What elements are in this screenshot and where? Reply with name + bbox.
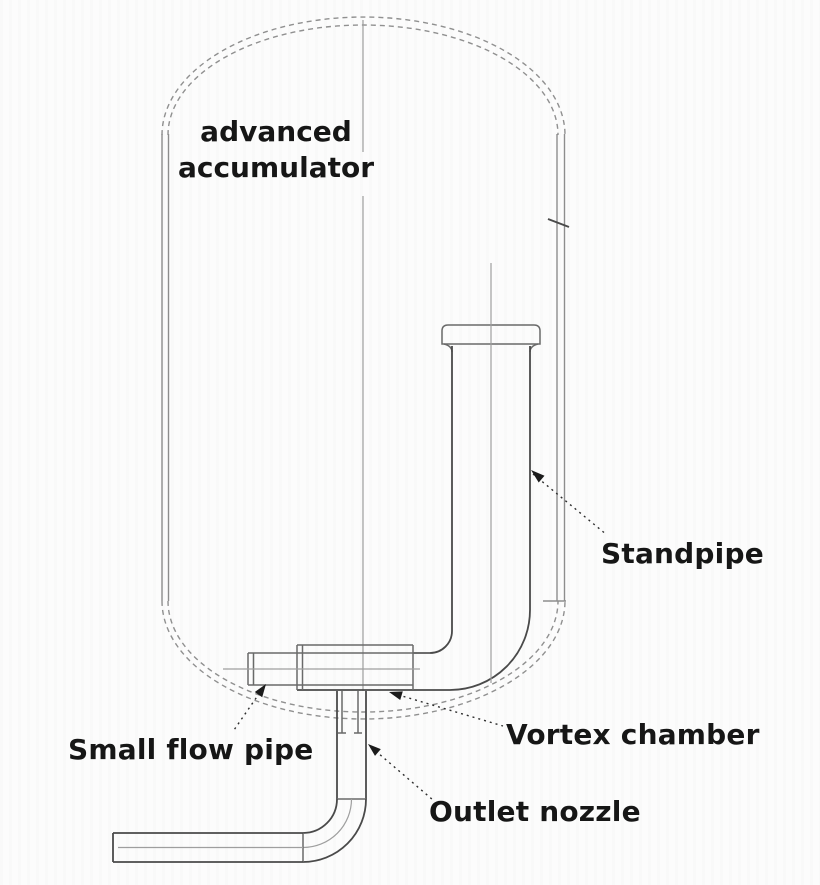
vessel-title-line2: accumulator: [177, 151, 375, 184]
standpipe-wall-right: [449, 346, 531, 691]
standpipe-pipe: [413, 263, 541, 691]
label-small-flow-pipe: Small flow pipe: [68, 733, 314, 766]
outlet-elbow-outer: [302, 798, 367, 863]
outlet-elbow-centerline: [302, 798, 353, 849]
label-outlet-nozzle: Outlet nozzle: [429, 795, 641, 828]
arrowhead-standpipe-icon: [531, 470, 545, 483]
leader-outlet-nozzle: [368, 744, 434, 801]
arrowhead-outlet-nozzle-icon: [368, 744, 381, 756]
leader-standpipe: [531, 470, 608, 536]
vessel-bottom-dome-outer: [161, 600, 566, 720]
weld-tick-icon: [547, 218, 570, 228]
vortex-chamber-left-wall: [296, 645, 304, 690]
leader-vortex-chamber: [389, 691, 504, 727]
small-flow-pipe: [223, 652, 430, 686]
arrowhead-vortex-chamber-icon: [389, 691, 403, 700]
vortex-chamber: [296, 644, 450, 691]
outlet-nozzle-pipe: [336, 691, 367, 800]
vessel-bottom-dome-inner: [167, 600, 559, 713]
label-vortex-chamber: Vortex chamber: [506, 718, 760, 751]
outlet-nozzle-bore: [338, 691, 362, 734]
outlet-elbow-inner: [302, 798, 338, 834]
standpipe-wall-left: [413, 346, 453, 654]
leader-small-flow-pipe: [233, 684, 266, 731]
arrowhead-small-flow-pipe-icon: [254, 684, 266, 698]
label-standpipe: Standpipe: [601, 537, 764, 570]
outlet-horizontal-pipe: [112, 832, 303, 863]
vessel-top-dome-outer: [161, 16, 566, 136]
standpipe-collar: [441, 324, 541, 345]
vessel-title: advanced accumulator: [160, 114, 392, 186]
outlet-elbow: [302, 798, 367, 863]
vessel-title-line1: advanced: [200, 115, 352, 148]
